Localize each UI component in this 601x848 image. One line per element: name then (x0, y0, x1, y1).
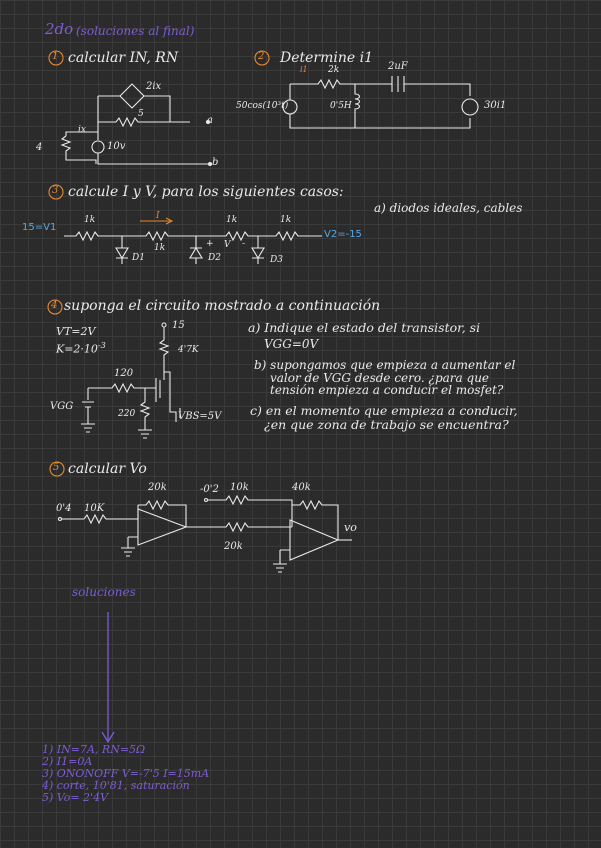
label-v: V (224, 240, 231, 250)
label-1k-a: 1k (84, 215, 96, 225)
problem3-number-circle (48, 184, 64, 200)
question-b-2: valor de VGG desde cero. ¿para que (270, 371, 490, 385)
label-v-plus: + (206, 239, 214, 249)
problem5-number: 5 (53, 462, 60, 473)
problem3-case-a: a) diodos ideales, cables (374, 201, 523, 215)
label-2ix: 2ix (146, 81, 162, 92)
terminal-a: a (207, 115, 213, 126)
label-r-top: 120 (114, 368, 134, 379)
solution-item: 2) I1=0A (42, 755, 93, 768)
page-subtitle: (soluciones al final) (76, 24, 195, 38)
terminal-b: b (212, 157, 219, 168)
question-c: c) en el momento que empieza a conducir, (250, 403, 518, 418)
label-v-minus: - (242, 239, 246, 249)
problem3-title: calcule I y V, para los siguientes casos… (68, 184, 344, 200)
problem2-number: 2 (258, 51, 265, 62)
solution-item: 5) Vo= 2'4V (42, 791, 109, 804)
problem3-number: 3 (52, 185, 59, 196)
label-d1: D1 (132, 253, 145, 263)
problem4-number: 4 (51, 300, 58, 311)
label-r4-40k: 40k (292, 482, 311, 493)
solutions-arrow (101, 612, 115, 744)
problem5-circuit (57, 494, 352, 573)
problem2-circuit (282, 76, 479, 129)
label-vin2: -0'2 (200, 484, 219, 495)
label-vo: vo (344, 521, 357, 534)
label-ix: ix (78, 125, 86, 135)
label-1k-c: 1k (226, 215, 238, 225)
label-vdd: 15 (172, 320, 185, 331)
label-r3-10k: 10k (230, 482, 249, 493)
label-1k-d: 1k (280, 215, 292, 225)
problem5-title: calcular Vo (68, 461, 147, 477)
problem4-number-circle (47, 299, 63, 315)
label-2uf: 2uF (388, 61, 408, 72)
question-b: b) supongamos que empieza a aumentar el (254, 358, 516, 372)
problem1-title: calcular IN, RN (68, 50, 179, 66)
solution-item: 4) corte, 10'81, saturación (42, 779, 190, 792)
label-v1: 15=V1 (22, 222, 57, 233)
page-title: 2do (45, 20, 74, 38)
label-r2-10k: 10K (84, 503, 105, 514)
problem2-number-circle (254, 50, 270, 66)
label-r5-20k: 20k (224, 541, 243, 552)
label-4ohm: 4 (36, 142, 43, 153)
problem4-title: suponga el circuito mostrado a continuac… (64, 298, 381, 314)
label-vgg: VGG (50, 401, 74, 412)
solutions-heading: soluciones (72, 585, 136, 599)
problem3-circuit (64, 217, 322, 264)
problem1-number-circle (48, 50, 64, 66)
param-vt: VT=2V (56, 325, 96, 338)
dependent-source-diamond (119, 83, 145, 109)
label-d2: D2 (208, 253, 221, 263)
problem1-circuit (60, 83, 213, 167)
label-1k-b: 1k (154, 243, 166, 253)
param-k: K=2·10-3 (56, 341, 106, 356)
label-5ohm: 5 (138, 109, 144, 119)
solution-item: 3) ONONOFF V=-7'5 I=15mA (42, 767, 210, 780)
label-source: 50cos(10³t) (236, 101, 289, 111)
label-d3: D3 (270, 255, 283, 265)
label-2k: 2k (328, 65, 340, 75)
solution-item: 1) IN=7A, RN=5Ω (42, 743, 146, 756)
question-c-2: ¿en que zona de trabajo se encuentra? (264, 417, 509, 432)
solutions-list: 1) IN=7A, RN=5Ω 2) I1=0A 3) ONONOFF V=-7… (42, 744, 209, 804)
label-10v: 10v (107, 141, 126, 152)
label-inductor: 0'5H (330, 101, 352, 111)
label-i1-arrow: i1 (300, 65, 308, 74)
label-rd: 4'7K (178, 345, 199, 355)
problem5-number-circle (49, 461, 65, 477)
label-vbs: VBS=5V (178, 411, 222, 422)
problem4-circuit (81, 322, 181, 439)
label-current-I: I (156, 211, 160, 221)
label-v2: V2=-15 (324, 229, 362, 240)
label-r-bot: 220 (118, 409, 136, 419)
question-a: a) Indique el estado del transistor, si (248, 320, 481, 335)
question-b-3: tensión empieza a conducir el mosfet? (270, 383, 504, 397)
label-vin1: 0'4 (56, 503, 72, 514)
label-30i1: 30i1 (484, 100, 507, 111)
problem1-number: 1 (52, 51, 59, 62)
label-r1-20k: 20k (148, 482, 167, 493)
question-a-2: VGG=0V (264, 337, 319, 351)
problem2-title: Determine i1 (280, 50, 374, 66)
